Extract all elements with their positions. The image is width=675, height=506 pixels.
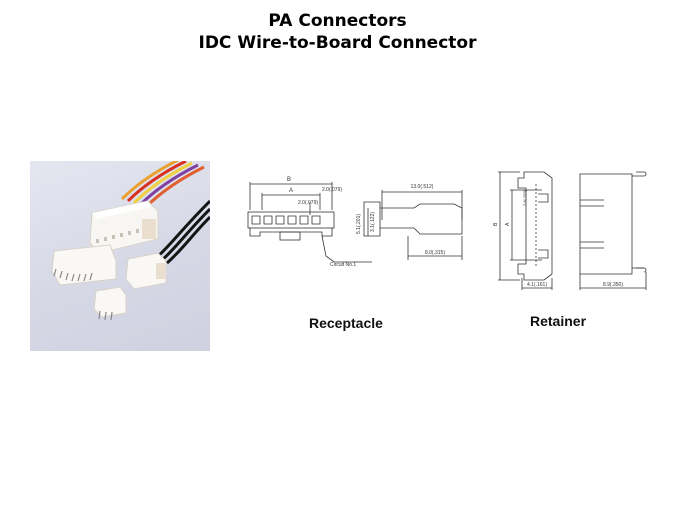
- colored-wires: [120, 161, 205, 209]
- dim-inner-height: 3.1(.122): [370, 212, 376, 232]
- black-wires: [154, 199, 210, 265]
- small-header: [93, 286, 127, 321]
- retainer-caption: Retainer: [530, 313, 587, 329]
- dim-b: B: [287, 177, 291, 183]
- dim-a: A: [289, 188, 293, 194]
- circuit-label: Circuit No.1: [330, 262, 356, 268]
- ret-dim-b: B: [493, 222, 499, 226]
- slide-subtitle: IDC Wire-to-Board Connector: [198, 33, 477, 53]
- retainer-drawing: B A 7.6(.299) 4.1(.161) 8.9(.350): [493, 171, 647, 290]
- large-receptacle: [89, 200, 159, 254]
- ret-dim-width: 4.1(.161): [527, 282, 547, 288]
- header-with-pins: [51, 244, 117, 286]
- slide-title: PA Connectors: [268, 11, 407, 31]
- dim-pitch-end: 2.0(.079): [322, 187, 342, 193]
- dim-length: 13.0(.512): [411, 184, 434, 190]
- receptacle-caption: Receptacle: [309, 315, 383, 331]
- dim-depth: 8.0(.315): [425, 250, 445, 256]
- small-receptacle: [125, 252, 167, 290]
- connector-photo-illustration: [51, 161, 210, 321]
- dim-height: 5.1(.201): [356, 214, 362, 234]
- ret-dim-depth: 8.9(.350): [603, 282, 623, 288]
- connector-photo: [30, 161, 210, 351]
- ret-dim-small: 7.6(.299): [522, 189, 527, 206]
- receptacle-drawing: B A 2.0(.079) 2.0(.079) 13.0(.512) 5.1(.…: [247, 177, 463, 268]
- dim-pitch: 2.0(.079): [298, 200, 318, 206]
- ret-dim-a: A: [505, 222, 511, 226]
